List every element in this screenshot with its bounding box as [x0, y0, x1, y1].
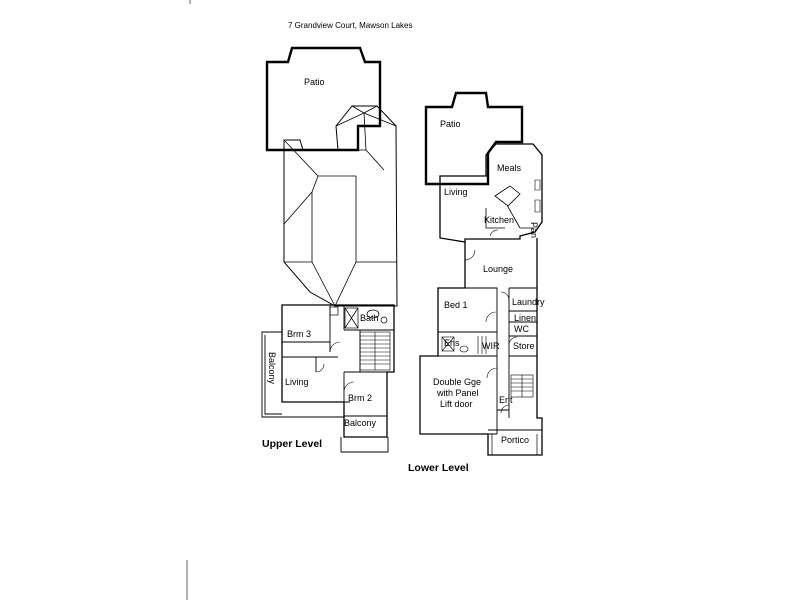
label-lower-garage-line1: Double Gge	[433, 377, 482, 387]
lower-ensuite-fixtures	[441, 336, 487, 354]
lower-interior-walls	[420, 287, 542, 435]
label-upper-brm2: Brm 2	[348, 393, 373, 403]
upper-bath-fixtures	[329, 306, 388, 329]
label-upper-balcony-side: Balcony	[267, 352, 277, 385]
label-lower-ent: Ent	[499, 395, 513, 405]
label-upper-level: Upper Level	[262, 438, 323, 450]
label-lower-ens: Ens	[444, 338, 460, 348]
label-upper-bath: Bath	[360, 313, 379, 323]
label-upper-brm3: Brm 3	[287, 329, 312, 339]
label-lower-garage-line2: with Panel	[437, 388, 479, 398]
label-lower-level: Lower Level	[408, 462, 469, 474]
upper-balcony-bottom	[340, 415, 389, 453]
lower-door-swings	[464, 229, 518, 414]
upper-stairs	[359, 331, 391, 371]
lower-portico-posts	[491, 434, 538, 455]
label-lower-portico: Portico	[501, 435, 530, 445]
lower-living-kitchen-outline	[439, 143, 543, 243]
plan-title: 7 Grandview Court, Mawson Lakes	[288, 21, 413, 30]
label-lower-living: Living	[444, 187, 468, 197]
upper-door-swings	[315, 341, 355, 393]
upper-patio-outline	[265, 46, 382, 152]
label-lower-patio: Patio	[440, 119, 461, 129]
label-lower-kitchen: Kitchen	[484, 215, 515, 225]
label-lower-linen: Linen	[514, 313, 537, 323]
label-upper-patio: Patio	[304, 77, 325, 87]
label-lower-meals: Meals	[497, 163, 522, 173]
label-lower-pan: Pan	[529, 222, 539, 239]
upper-balcony-side	[261, 331, 344, 418]
label-upper-living: Living	[285, 377, 309, 387]
label-lower-store: Store	[513, 341, 535, 351]
lower-kitchen-bench	[485, 185, 534, 229]
label-lower-bed1: Bed 1	[444, 300, 468, 310]
label-lower-lounge: Lounge	[483, 264, 514, 274]
lower-patio-outline	[424, 91, 524, 186]
lower-kitchen-appliances	[534, 179, 541, 213]
lower-stairs	[510, 374, 534, 398]
label-lower-laundry: Laundry	[512, 297, 545, 307]
label-lower-wc: WC	[514, 324, 529, 334]
label-lower-wir: WIR	[482, 341, 500, 351]
upper-roof-outline	[283, 105, 398, 307]
label-lower-garage-line3: Lift door	[440, 399, 473, 409]
label-upper-balcony-bottom: Balcony	[344, 418, 377, 428]
upper-roof-hips	[283, 105, 397, 307]
